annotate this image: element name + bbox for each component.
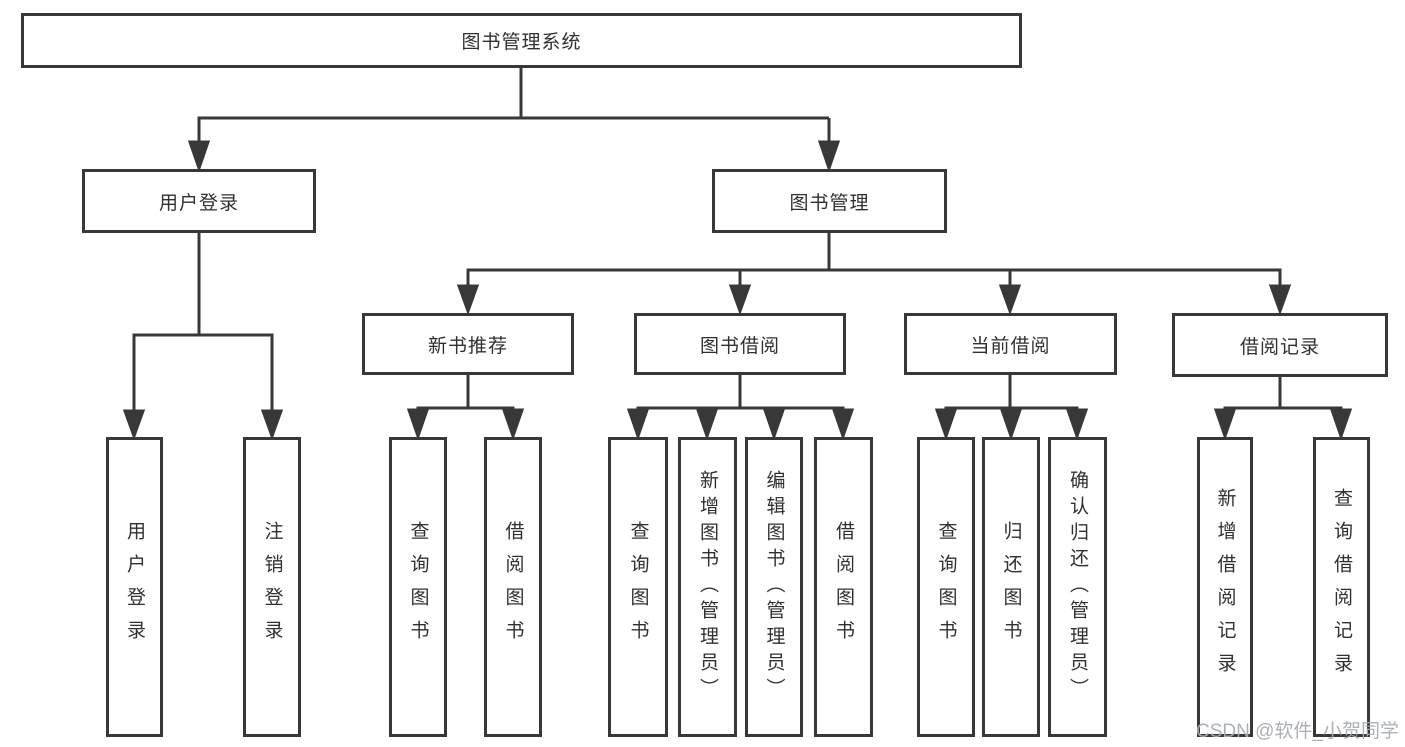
leaf-borrow-books-1-label: 借阅图书	[502, 521, 524, 653]
leaf-borrow-books-2-label: 借阅图书	[833, 521, 854, 653]
leaf-add-borrow-record: 新增借阅记录	[1197, 437, 1253, 737]
arrow-down-icon	[1329, 408, 1353, 441]
node-new-book-recommend: 新书推荐	[362, 313, 574, 375]
node-book-management: 图书管理	[712, 169, 947, 233]
leaf-query-books-2-label: 查询图书	[627, 521, 649, 653]
arrow-down-icon	[695, 408, 719, 441]
leaf-borrow-books-2: 借阅图书	[814, 437, 873, 737]
leaf-confirm-return-admin: 确认归还（管理员）	[1048, 437, 1107, 737]
leaf-query-books-3-label: 查询图书	[935, 521, 957, 653]
connector-current-borrowing	[934, 375, 1089, 441]
node-book-borrowing: 图书借阅	[634, 313, 846, 375]
arrow-down-icon	[762, 408, 786, 441]
node-library-system: 图书管理系统	[21, 13, 1022, 68]
node-book-borrowing-label: 图书借阅	[699, 335, 780, 357]
arrow-down-icon	[934, 408, 958, 441]
arrow-down-icon	[1213, 408, 1237, 441]
arrow-down-icon	[1268, 284, 1292, 316]
arrow-down-icon	[831, 408, 855, 441]
arrow-down-icon	[998, 284, 1022, 316]
node-user-login-label: 用户登录	[158, 192, 239, 214]
leaf-edit-book-admin: 编辑图书（管理员）	[745, 437, 803, 737]
leaf-confirm-return-admin-label: 确认归还（管理员）	[1067, 470, 1088, 704]
leaf-query-books-1: 查询图书	[389, 437, 447, 737]
arrow-down-icon	[817, 140, 841, 173]
leaf-query-books-2: 查询图书	[608, 437, 668, 737]
node-borrowing-records: 借阅记录	[1172, 313, 1388, 377]
arrow-down-icon	[728, 284, 752, 316]
arrow-down-icon	[187, 140, 211, 173]
arrow-down-icon	[1065, 408, 1089, 441]
node-library-system-label: 图书管理系统	[461, 32, 582, 53]
leaf-query-books-1-label: 查询图书	[407, 521, 429, 653]
node-new-book-recommend-label: 新书推荐	[427, 335, 508, 357]
leaf-query-borrow-record-label: 查询借阅记录	[1331, 488, 1352, 686]
node-current-borrowing-label: 当前借阅	[970, 335, 1051, 357]
arrow-down-icon	[406, 408, 430, 441]
node-user-login: 用户登录	[82, 169, 316, 233]
leaf-query-books-3: 查询图书	[917, 437, 975, 737]
arrow-down-icon	[260, 409, 284, 441]
arrow-down-icon	[999, 408, 1023, 441]
arrow-down-icon	[626, 408, 650, 441]
leaf-logout-label: 注销登录	[261, 521, 283, 653]
connector-book-borrowing	[626, 375, 855, 441]
watermark: CSDN @软件_小贺同学	[1196, 721, 1399, 742]
node-current-borrowing: 当前借阅	[904, 313, 1117, 375]
node-borrowing-records-label: 借阅记录	[1239, 336, 1320, 358]
connector-root	[187, 68, 841, 173]
leaf-add-book-admin: 新增图书（管理员）	[678, 437, 737, 737]
connector-book-management	[456, 233, 1292, 316]
leaf-logout: 注销登录	[243, 437, 301, 737]
leaf-return-books-label: 归还图书	[1000, 521, 1022, 653]
leaf-borrow-books-1: 借阅图书	[484, 437, 542, 737]
leaf-add-book-admin-label: 新增图书（管理员）	[697, 470, 718, 704]
connector-borrowing-records	[1213, 377, 1353, 441]
leaf-user-login-label: 用户登录	[124, 521, 145, 653]
node-book-management-label: 图书管理	[789, 192, 870, 214]
arrow-down-icon	[456, 284, 480, 316]
arrow-down-icon	[501, 408, 525, 441]
connector-new-book-recommend	[406, 375, 525, 441]
leaf-user-login: 用户登录	[106, 437, 163, 737]
arrow-down-icon	[122, 409, 146, 441]
leaf-query-borrow-record: 查询借阅记录	[1313, 437, 1370, 737]
connector-user-login	[122, 233, 284, 441]
leaf-edit-book-admin-label: 编辑图书（管理员）	[763, 470, 785, 704]
leaf-return-books: 归还图书	[982, 437, 1040, 737]
leaf-add-borrow-record-label: 新增借阅记录	[1214, 488, 1236, 686]
